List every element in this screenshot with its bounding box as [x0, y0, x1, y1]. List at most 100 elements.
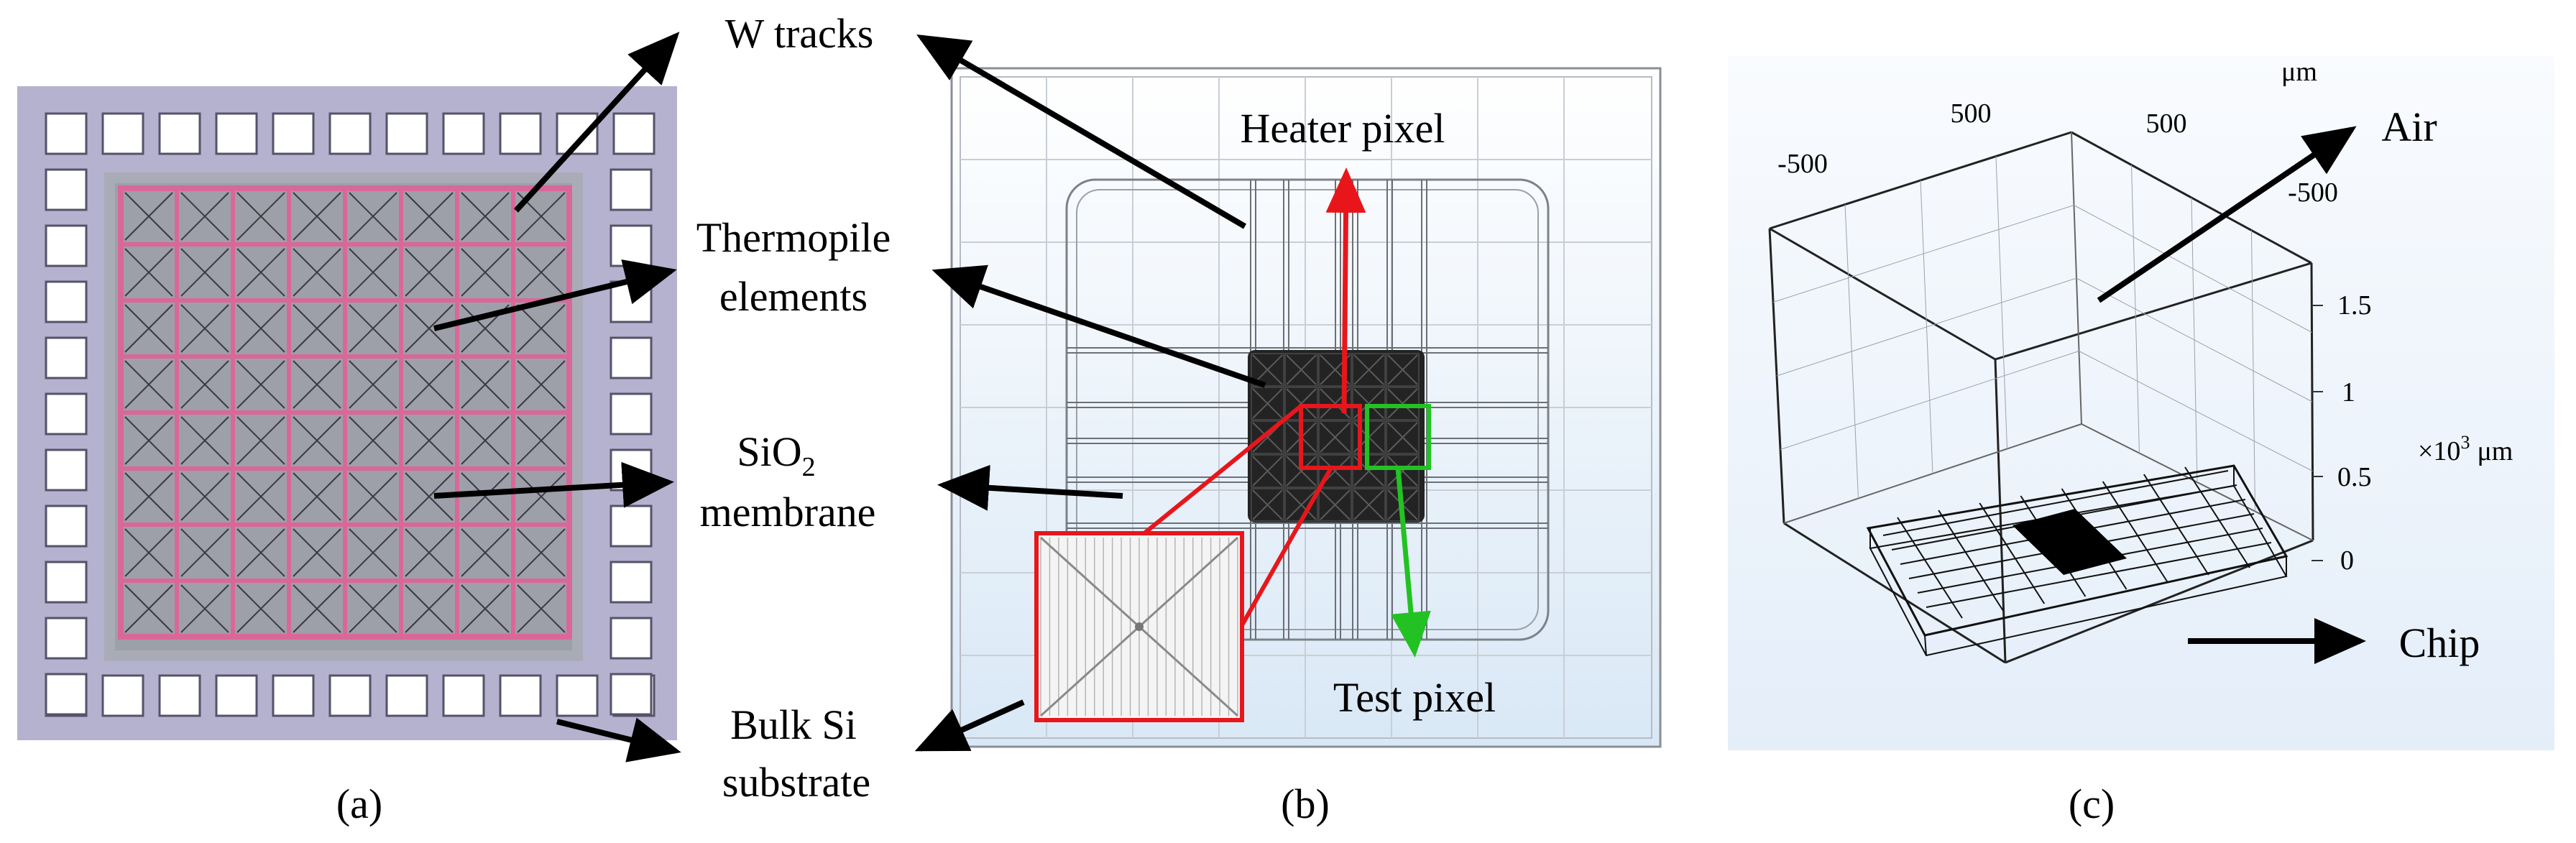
bond-pad — [45, 224, 88, 267]
panel-a-micrograph — [17, 86, 677, 740]
pixel-cross — [461, 472, 510, 521]
bond-pad — [385, 674, 428, 717]
pixel-cross — [349, 192, 397, 241]
chip-track — [1938, 510, 2004, 612]
bond-pad — [215, 112, 258, 155]
pixel-cross — [517, 472, 566, 521]
pixel-cross — [293, 528, 341, 577]
pixel-cross — [517, 304, 566, 353]
pixel-cross — [349, 360, 397, 409]
bond-pad — [101, 112, 144, 155]
pixel-cross — [405, 584, 454, 633]
bond-pad — [499, 674, 542, 717]
z-tick-3: 0.5 — [2337, 462, 2372, 492]
air-label: Air — [2381, 103, 2437, 150]
pixel-zoom-frame — [1034, 531, 1244, 722]
box-edge — [2076, 277, 2313, 402]
array-cell — [1318, 353, 1352, 387]
pixel-cross — [236, 304, 285, 353]
pixel-cross — [236, 416, 285, 465]
z-unit-exponent: 3 — [2460, 432, 2470, 453]
chip-array-3d — [2012, 509, 2127, 575]
bond-pad — [610, 617, 653, 660]
z-tick-4: 0 — [2340, 545, 2354, 576]
chip-track — [2184, 466, 2250, 568]
pixel-cross — [293, 360, 341, 409]
pixel-cross — [405, 528, 454, 577]
pixel-cross — [405, 360, 454, 409]
zoom-connector-top — [1143, 404, 1302, 535]
pixel-cross — [124, 304, 173, 353]
array-cell — [1251, 353, 1284, 387]
panel-b-layout — [950, 67, 1662, 748]
array-border — [118, 185, 572, 640]
bond-pad — [158, 674, 201, 717]
pixel-cross — [405, 304, 454, 353]
pixel-cross — [293, 192, 341, 241]
sio2-arrow-a — [433, 461, 674, 508]
box-edge — [1994, 359, 2007, 663]
pixel-cross — [293, 584, 341, 633]
array-cell — [1386, 454, 1420, 488]
array-cross — [1286, 354, 1317, 385]
pixel-cross — [180, 416, 229, 465]
annotation-arrows — [433, 32, 2366, 763]
array-cell — [1284, 353, 1318, 387]
bond-pad — [610, 505, 653, 548]
chip-track — [2143, 474, 2209, 576]
chip-tracks-3d — [1882, 466, 2272, 619]
pixel-cross — [349, 472, 397, 521]
neg-tick-right: -500 — [2288, 178, 2338, 208]
w-tracks-arrow-a — [514, 32, 680, 213]
pixel-cross — [349, 248, 397, 297]
bond-pad — [272, 112, 315, 155]
model-background — [1728, 56, 2554, 750]
bulk-arrow-b — [914, 699, 1025, 752]
pixel-cross — [180, 360, 229, 409]
pixel-cross — [236, 192, 285, 241]
air-box-wireframe — [1768, 131, 2323, 664]
z-unit: μm — [2477, 436, 2513, 466]
pixel-cross — [517, 360, 566, 409]
pixel-cross — [124, 528, 173, 577]
bond-pad — [610, 224, 653, 267]
array-cross — [1320, 489, 1351, 520]
caption-b: (b) — [1281, 780, 1330, 827]
chip-label: Chip — [2399, 619, 2480, 666]
pixel-cross — [293, 416, 341, 465]
bond-pad — [45, 505, 88, 548]
x-tick-top-right: 500 — [2146, 109, 2187, 139]
pixel-cross — [517, 192, 566, 241]
pixel-cross — [461, 248, 510, 297]
pixel-cross — [405, 248, 454, 297]
pixel-cross — [236, 528, 285, 577]
bond-pad — [612, 112, 656, 155]
pixel-cross — [236, 472, 285, 521]
w-tracks-label: W tracks — [725, 10, 874, 57]
z-tick-1: 1.5 — [2337, 290, 2372, 321]
pixel-cross — [293, 472, 341, 521]
pixel-cross — [236, 248, 285, 297]
bond-pad — [45, 112, 88, 155]
box-edge — [1995, 262, 2312, 361]
labels: W tracks Thermopile elements SiO2 membra… — [336, 10, 2480, 827]
bond-pad — [499, 112, 542, 155]
z-tick-2: 1 — [2342, 377, 2355, 407]
array-cross — [1320, 422, 1351, 453]
bond-pad — [158, 112, 201, 155]
array-cell — [1251, 420, 1284, 454]
array-cell — [1318, 454, 1352, 488]
pixel-cross — [293, 248, 341, 297]
inset-center — [1135, 622, 1144, 631]
array-cell — [1352, 488, 1386, 522]
sio2-arrow-b — [937, 464, 1123, 511]
array-cell — [1318, 488, 1352, 522]
bond-pad — [556, 674, 599, 717]
heater-pixel-label: Heater pixel — [1240, 105, 1445, 152]
box-edge — [2079, 351, 2313, 471]
x-tick-top-left: 500 — [1951, 98, 1992, 129]
pixel-cross — [349, 304, 397, 353]
sio2-label-line2: membrane — [700, 489, 876, 535]
